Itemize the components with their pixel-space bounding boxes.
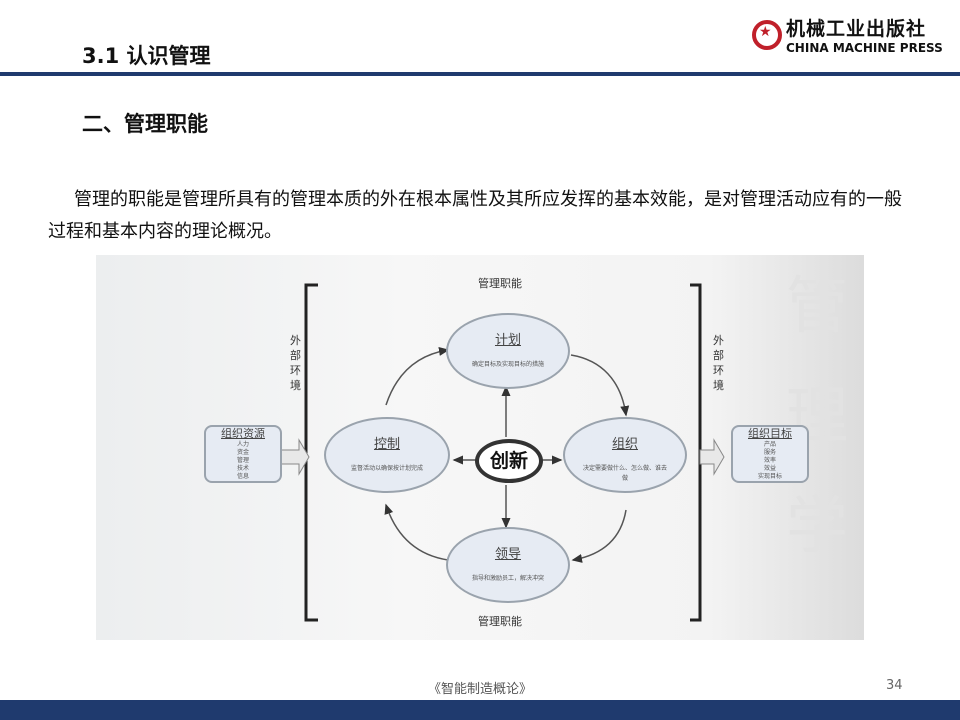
plan-desc: 确定目标及实现目标的措施 [471, 361, 544, 368]
goal-item: 效益 [763, 465, 776, 472]
page-number: 34 [886, 678, 903, 693]
organize-desc: 决定需要做什么、怎么做、谁去做 [582, 465, 667, 482]
bottom-functions-label: 管理职能 [478, 615, 522, 628]
header-divider [0, 72, 960, 76]
logo-cn: 机械工业出版社 [786, 18, 927, 40]
innovation-node: 创新 [475, 439, 543, 483]
resource-item: 管理 [236, 457, 249, 464]
organize-node: 组织 决定需要做什么、怎么做、谁去做 [563, 417, 687, 493]
watermark-char: 管 [786, 269, 849, 342]
goal-item: 服务 [763, 449, 776, 456]
seal-icon [752, 19, 782, 50]
watermark-char: 学 [786, 489, 849, 562]
footer-bar [0, 700, 960, 720]
book-title: 《智能制造概论》 [427, 682, 532, 697]
goal-item: 实现目标 [757, 473, 782, 480]
control-title: 控制 [373, 437, 400, 452]
goals-title: 组织目标 [748, 427, 792, 440]
diagram-lines [278, 283, 725, 622]
publisher-logo: 机械工业出版社 CHINA MACHINE PRESS [752, 14, 943, 55]
goal-item: 产品 [763, 441, 776, 448]
slide-heading: 二、管理职能 [82, 112, 208, 136]
lead-node: 领导 指导和激励员工，解决冲突 [446, 527, 570, 603]
top-functions-label: 管理职能 [478, 277, 522, 290]
plan-node: 计划 确定目标及实现目标的措施 [446, 313, 570, 389]
organize-title: 组织 [611, 437, 638, 452]
resource-item: 信息 [236, 473, 249, 480]
lead-desc: 指导和激励员工，解决冲突 [471, 575, 544, 582]
env-right-label: 外部环境 [713, 334, 724, 392]
section-title: 3.1 认识管理 [82, 44, 211, 68]
resource-item: 技术 [236, 465, 249, 472]
logo-en: CHINA MACHINE PRESS [786, 41, 943, 55]
body-paragraph: 管理的职能是管理所具有的管理本质的外在根本属性及其所应发挥的基本效能，是对管理活… [48, 189, 902, 242]
resource-item: 人力 [236, 441, 249, 448]
plan-title: 计划 [494, 333, 521, 348]
management-functions-diagram: 管 理 学 管理职能 管理职能 外部环境 外部环境 计划 确定目标及实现目标的措… [96, 255, 864, 640]
goals-box: 组织目标 产品 服务 效率 效益 实现目标 [731, 425, 809, 483]
control-node: 控制 监督活动以确保按计划完成 [324, 417, 450, 493]
env-left-label: 外部环境 [290, 334, 301, 392]
control-desc: 监督活动以确保按计划完成 [350, 465, 423, 472]
resource-item: 资金 [236, 449, 249, 456]
resources-box: 组织资源 人力 资金 管理 技术 信息 [204, 425, 282, 483]
goal-item: 效率 [763, 457, 776, 464]
lead-title: 领导 [494, 547, 521, 562]
resources-title: 组织资源 [221, 427, 265, 440]
